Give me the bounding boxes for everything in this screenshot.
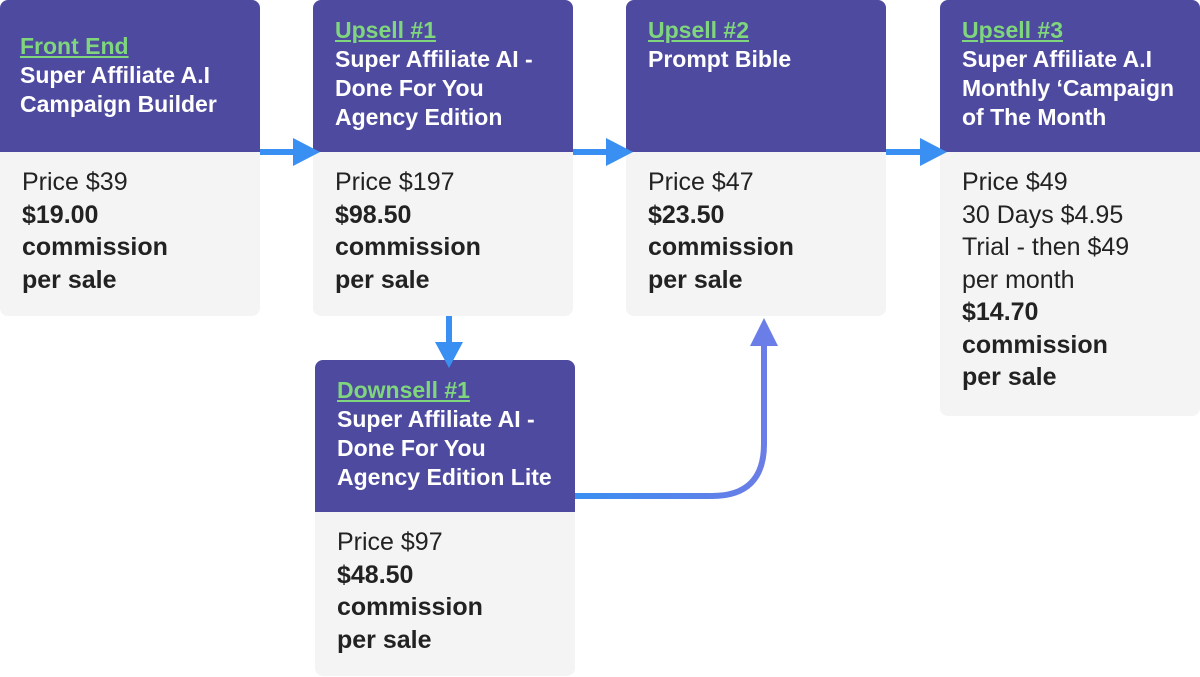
card-price: Price $97: [337, 528, 443, 556]
card-header: Upsell #2 Prompt Bible: [626, 0, 886, 152]
card-commission: $19.00 commission per sale: [22, 200, 168, 294]
card-tag: Upsell #3: [962, 17, 1063, 43]
arrow-upsell-1-to-downsell-1: [435, 316, 463, 368]
card-title: Super Affiliate A.I Campaign Builder: [20, 62, 217, 117]
card-commission: $14.70 commission per sale: [962, 298, 1108, 391]
card-tag: Upsell #2: [648, 17, 749, 43]
card-title: Super Affiliate AI - Done For You Agency…: [337, 406, 552, 490]
card-header: Upsell #1 Super Affiliate AI - Done For …: [313, 0, 573, 152]
card-header: Downsell #1 Super Affiliate AI - Done Fo…: [315, 360, 575, 512]
card-commission: $48.50 commission per sale: [337, 560, 483, 654]
card-body: Price $197 $98.50 commission per sale: [313, 152, 573, 296]
card-header: Upsell #3 Super Affiliate A.I Monthly ‘C…: [940, 0, 1200, 152]
card-commission: $98.50 commission per sale: [335, 200, 481, 294]
card-price: Price $197: [335, 168, 455, 196]
card-price: Price $49 30 Days $4.95 Trial - then $49…: [962, 168, 1130, 294]
card-tag: Front End: [20, 33, 129, 59]
card-title: Super Affiliate AI - Done For You Agency…: [335, 46, 533, 130]
card-upsell-3: Upsell #3 Super Affiliate A.I Monthly ‘C…: [940, 0, 1200, 416]
card-body: Price $97 $48.50 commission per sale: [315, 512, 575, 656]
card-downsell-1: Downsell #1 Super Affiliate AI - Done Fo…: [315, 360, 575, 676]
card-price: Price $39: [22, 168, 128, 196]
card-tag: Downsell #1: [337, 377, 470, 403]
card-body: Price $49 30 Days $4.95 Trial - then $49…: [940, 152, 1200, 394]
card-upsell-2: Upsell #2 Prompt Bible Price $47 $23.50 …: [626, 0, 886, 316]
card-commission: $23.50 commission per sale: [648, 200, 794, 294]
card-tag: Upsell #1: [335, 17, 436, 43]
card-body: Price $47 $23.50 commission per sale: [626, 152, 886, 296]
card-body: Price $39 $19.00 commission per sale: [0, 152, 260, 296]
arrow-upsell-1-to-upsell-2: [573, 138, 633, 166]
card-title: Super Affiliate A.I Monthly ‘Campaign of…: [962, 46, 1175, 130]
card-header: Front End Super Affiliate A.I Campaign B…: [0, 0, 260, 152]
card-title: Prompt Bible: [648, 46, 792, 72]
card-price: Price $47: [648, 168, 754, 196]
arrow-upsell-2-to-upsell-3: [886, 138, 947, 166]
card-front-end: Front End Super Affiliate A.I Campaign B…: [0, 0, 260, 316]
arrow-downsell-1-to-upsell-2: [575, 318, 778, 499]
arrow-front-end-to-upsell-1: [260, 138, 320, 166]
card-upsell-1: Upsell #1 Super Affiliate AI - Done For …: [313, 0, 573, 316]
